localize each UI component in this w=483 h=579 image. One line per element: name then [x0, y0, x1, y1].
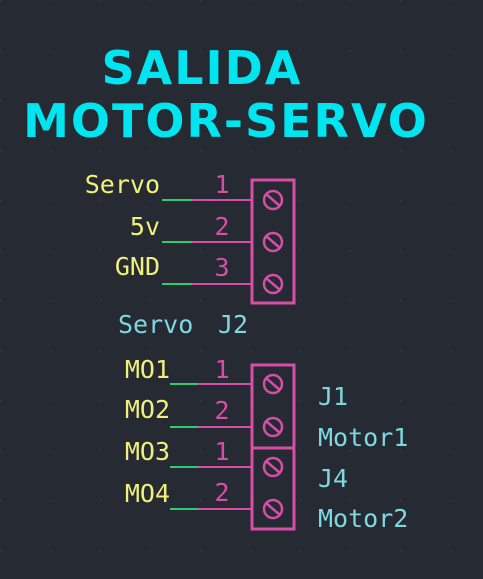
- connector-j2[interactable]: Servo 5v GND 1 2 3 Servo J2: [85, 170, 296, 339]
- screw-terminal-icon: [262, 416, 284, 438]
- net-label: MO3: [125, 437, 170, 466]
- net-label: GND: [115, 252, 160, 281]
- component-value: Motor1: [318, 423, 408, 452]
- net-label: MO4: [125, 479, 170, 508]
- screw-terminal-icon: [262, 273, 284, 295]
- component-value: Servo: [118, 310, 193, 339]
- pin-number: 1: [214, 355, 229, 384]
- screw-terminal-icon: [262, 189, 284, 211]
- screw-terminal-icon: [262, 456, 284, 478]
- component-reference: J2: [218, 310, 248, 339]
- title-line-2: MOTOR-SERVO: [23, 94, 429, 148]
- component-reference: J1: [318, 382, 348, 411]
- title-line-1: SALIDA: [102, 41, 303, 95]
- component-reference: J4: [318, 464, 348, 493]
- pin-number: 1: [214, 437, 229, 466]
- screw-terminal-icon: [262, 373, 284, 395]
- pin-number: 2: [214, 396, 229, 425]
- net-label: MO1: [125, 355, 170, 384]
- pin-number: 2: [214, 478, 229, 507]
- pin-number: 2: [214, 212, 229, 241]
- net-label: Servo: [85, 170, 160, 199]
- pin-number: 3: [214, 253, 229, 282]
- connector-j4[interactable]: MO3 MO4 1 2 J4 Motor2: [125, 437, 408, 533]
- screw-terminal-icon: [262, 498, 284, 520]
- net-label: 5v: [130, 212, 160, 241]
- connector-j1[interactable]: MO1 MO2 1 2 J1 Motor1: [125, 355, 408, 452]
- screw-terminal-icon: [262, 231, 284, 253]
- net-label: MO2: [125, 395, 170, 424]
- component-value: Motor2: [318, 504, 408, 533]
- connector-body: [250, 446, 296, 531]
- connector-body: [250, 178, 296, 305]
- pin-number: 1: [214, 170, 229, 199]
